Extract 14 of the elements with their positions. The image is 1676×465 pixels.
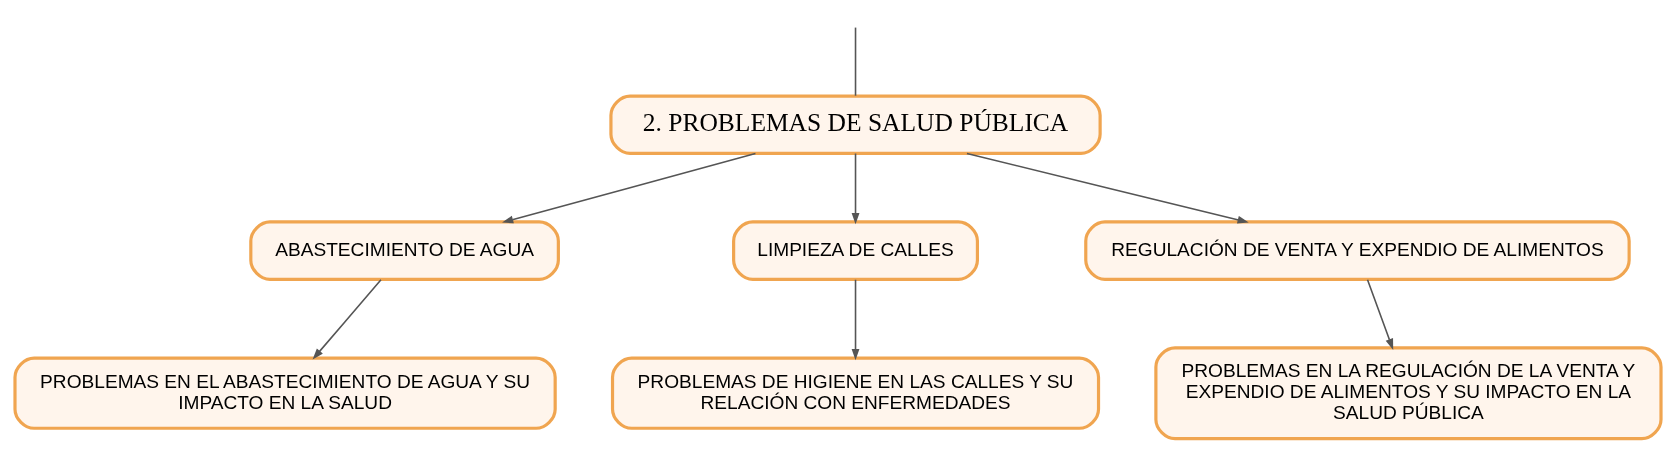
node-box: LIMPIEZA DE CALLES [732,220,980,281]
node-box: ABASTECIMIENTO DE AGUA [249,220,560,281]
arrow [502,152,757,224]
node-box: PROBLEMAS EN EL ABASTECIMIENTO DE AGUA Y SU IMPACTO EN LA SALUD [13,356,557,430]
node-box: PROBLEMAS EN LA REGULACIÓN DE LA VENTA Y EXPENDIO DE ALIMENTOS Y SU IMPACTO EN LA SALUD PÚBLICA [1154,346,1663,441]
node-box: REGULACIÓN DE VENTA Y EXPENDIO DE ALIMENTOS [1084,220,1631,281]
node-box: 2. PROBLEMAS DE SALUD PÚBLICA [609,94,1102,155]
arrow [851,278,860,361]
connector [854,26,857,97]
arrow [851,152,860,225]
arrow [312,278,382,360]
arrow [1366,278,1394,350]
node-box: PROBLEMAS DE HIGIENE EN LAS CALLES Y SU RELACIÓN CON ENFERMEDADES [610,356,1101,430]
arrow [966,152,1249,224]
